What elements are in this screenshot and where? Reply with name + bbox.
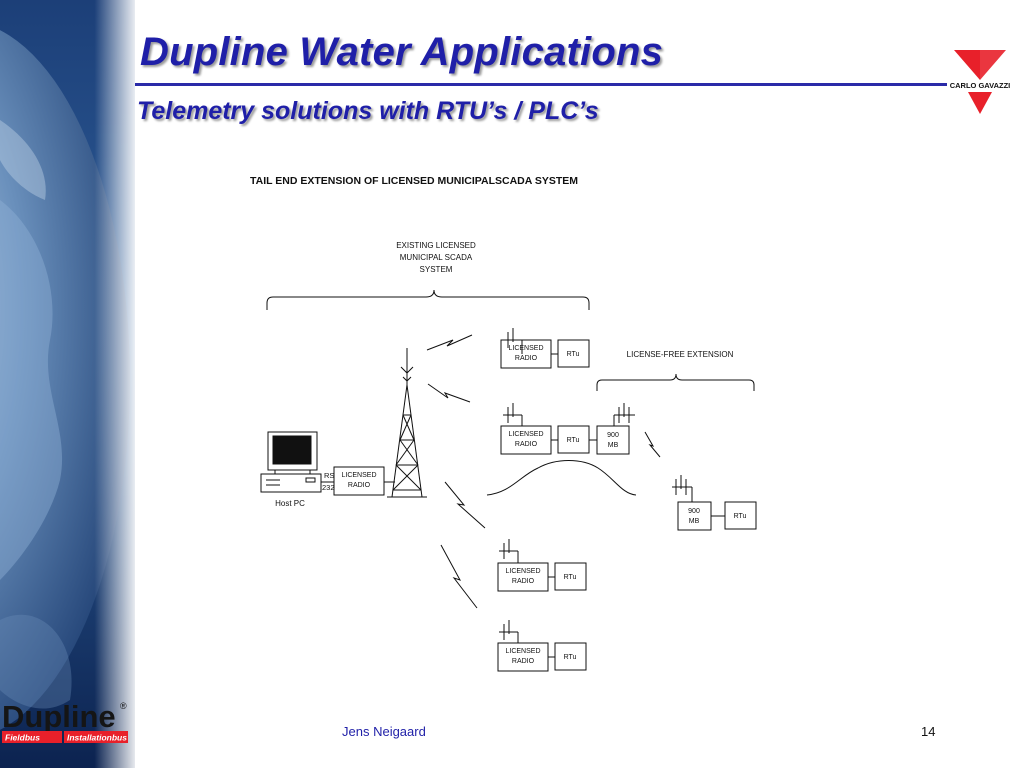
site3-radio-label-line2: RADIO bbox=[512, 578, 535, 585]
host-pc bbox=[260, 431, 322, 493]
lightning-bolt-3 bbox=[444, 481, 486, 529]
dupline-logo: Dupline ® Fieldbus Installationbus bbox=[2, 699, 128, 743]
globe-sidebar bbox=[0, 0, 135, 768]
site1-rtu-label: RTu bbox=[567, 351, 580, 358]
host-pc-label: Host PC bbox=[275, 499, 305, 508]
slide-subtitle: Telemetry solutions with RTU’s / PLC’s bbox=[137, 97, 599, 125]
site2-radio-label-line2: RADIO bbox=[515, 441, 538, 448]
site3-rtu bbox=[554, 562, 587, 591]
site4-radio-label-line1: LICENSED bbox=[505, 648, 540, 655]
site4-radio-label-line2: RADIO bbox=[512, 658, 535, 665]
diagram-title: TAIL END EXTENSION OF LICENSED MUNICIPAL… bbox=[250, 175, 578, 187]
dupline-tag-installationbus: Installationbus bbox=[67, 733, 127, 743]
site-2-900-antenna bbox=[613, 403, 635, 426]
lightning-bolt-1 bbox=[426, 334, 473, 351]
carlo-gavazzi-logo: CARLO GAVAZZI bbox=[950, 50, 1011, 114]
terrain-hill bbox=[486, 460, 637, 496]
remote-900-label-line2: MB bbox=[689, 518, 700, 525]
telemetry-diagram: TAIL END EXTENSION OF LICENSED MUNICIPAL… bbox=[250, 175, 757, 672]
extension-brace bbox=[596, 373, 755, 391]
page-number: 14 bbox=[921, 724, 936, 739]
carlo-gavazzi-name: CARLO GAVAZZI bbox=[950, 81, 1011, 90]
site2-900mb-radio bbox=[596, 425, 630, 455]
extension-label: LICENSE-FREE EXTENSION bbox=[627, 350, 734, 359]
remote-900-label-line1: 900 bbox=[688, 508, 700, 515]
site2-900-label-line2: MB bbox=[608, 442, 619, 449]
host-licensed-radio bbox=[333, 466, 385, 496]
host-radio-label-line2: RADIO bbox=[348, 482, 371, 489]
existing-brace bbox=[266, 289, 590, 310]
dupline-tag-fieldbus: Fieldbus bbox=[5, 733, 40, 743]
site1-radio-label-line2: RADIO bbox=[515, 355, 538, 362]
slide-author: Jens Neigaard bbox=[342, 724, 426, 739]
title-rule bbox=[135, 83, 947, 86]
existing-label-line3: SYSTEM bbox=[420, 265, 453, 274]
site3-radio-label-line1: LICENSED bbox=[505, 568, 540, 575]
registered-mark: ® bbox=[120, 701, 127, 711]
site2-radio-label-line1: LICENSED bbox=[508, 431, 543, 438]
existing-label-line2: MUNICIPAL SCADA bbox=[400, 253, 473, 262]
radio-tower bbox=[387, 348, 427, 498]
site4-rtu-label: RTu bbox=[564, 654, 577, 661]
site2-rtu-label: RTu bbox=[567, 437, 580, 444]
lightning-bolt-4 bbox=[440, 544, 478, 609]
slide-title: Dupline Water Applications bbox=[140, 30, 664, 74]
site-2-antenna bbox=[503, 403, 523, 426]
lightning-bolt-5 bbox=[644, 431, 661, 458]
dupline-logo-name: Dupline bbox=[2, 699, 116, 734]
site3-rtu-label: RTu bbox=[564, 574, 577, 581]
site-3-antenna bbox=[499, 539, 519, 563]
site1-radio-label-line1: LICENSED bbox=[508, 345, 543, 352]
remote-900-antenna bbox=[672, 475, 693, 502]
site-4-antenna bbox=[499, 620, 519, 643]
host-radio-label-line1: LICENSED bbox=[341, 472, 376, 479]
existing-label-line1: EXISTING LICENSED bbox=[396, 241, 476, 250]
rs232-label-line2: 232 bbox=[322, 483, 335, 492]
remote-rtu bbox=[724, 501, 757, 530]
remote-rtu-label: RTu bbox=[734, 513, 747, 520]
rs232-label-line1: RS bbox=[324, 471, 334, 480]
lightning-bolt-2 bbox=[427, 383, 471, 403]
site1-rtu bbox=[557, 339, 590, 368]
site4-rtu bbox=[554, 642, 587, 671]
site2-900-label-line1: 900 bbox=[607, 432, 619, 439]
remote-900mb-radio bbox=[677, 501, 712, 531]
